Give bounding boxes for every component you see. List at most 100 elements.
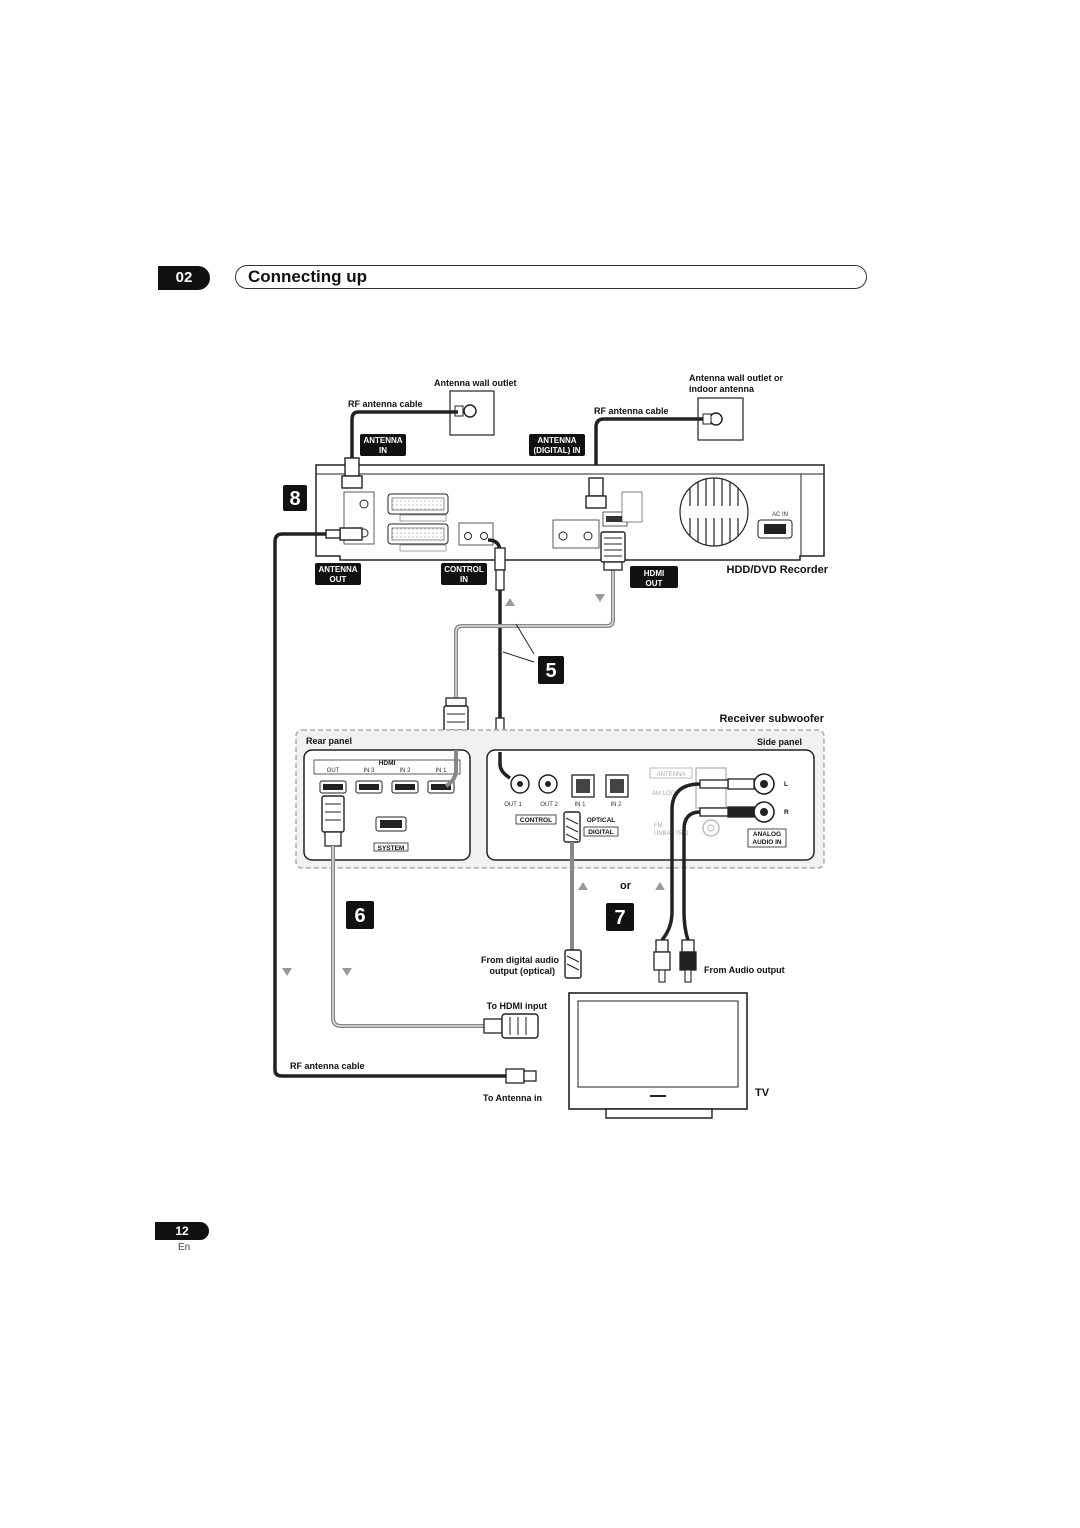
rf-plug-tv [505, 1068, 537, 1084]
tv [568, 992, 748, 1119]
step-5-badge: 5 [538, 656, 564, 684]
hdmi-cable-recorder-to-receiver [454, 568, 615, 700]
side-panel-label: Side panel [757, 737, 802, 747]
arrow-down-icon [595, 594, 605, 602]
hdmi-out-port-label: OUT [327, 768, 340, 774]
svg-text:8: 8 [289, 488, 300, 510]
or-label: or [620, 880, 632, 892]
svg-text:ANTENNA: ANTENNA [363, 436, 402, 445]
optical-plug-receiver [563, 811, 581, 843]
svg-text:OUT: OUT [646, 579, 663, 588]
arrow-down-icon-2 [282, 968, 292, 976]
chapter-title: Connecting up [235, 265, 867, 289]
svg-text:HDMI: HDMI [644, 569, 664, 578]
to-hdmi-input-label: To HDMI input [487, 1001, 547, 1011]
optical-in1-label: IN 1 [574, 802, 586, 808]
hdmi-cable-to-tv [331, 846, 486, 1028]
step-7-badge: 7 [606, 903, 634, 931]
hdmi-plug-tv [483, 1013, 539, 1039]
step-8-badge: 8 [283, 485, 307, 511]
recorder-label: HDD/DVD Recorder [727, 564, 829, 576]
antenna-in-tag: ANTENNA IN [360, 434, 406, 456]
optical-label: OPTICAL [587, 817, 616, 824]
hdmi-plug-receiver-out [321, 795, 345, 847]
optical-plug-source [564, 949, 582, 979]
svg-text:7: 7 [614, 907, 625, 929]
indoor-antenna-label: indoor antenna [689, 384, 755, 394]
rf-plug-antenna-in [341, 457, 363, 489]
rf-cable-to-antenna-digital-in [594, 417, 703, 480]
rf-cable-to-antenna-in [350, 410, 458, 460]
analog-l-label: L [784, 781, 788, 788]
control-out1-label: OUT 1 [504, 802, 522, 808]
control-out2-label: OUT 2 [540, 802, 558, 808]
rf-cable-to-tv [273, 532, 508, 1078]
svg-text:OUT: OUT [330, 575, 347, 584]
to-antenna-in-label: To Antenna in [483, 1093, 542, 1103]
am-loop-label: AM LOOP [652, 791, 679, 797]
hdmi-out-tag: HDMI OUT [630, 566, 678, 588]
analog-label: ANALOG [753, 831, 781, 838]
svg-text:IN: IN [460, 575, 468, 584]
hdmi-cable-into-in1 [444, 750, 458, 788]
rca-plug-source-r [679, 939, 697, 983]
analog-cable-l [660, 782, 701, 942]
control-cable-into-receiver [498, 752, 511, 780]
control-group-label: CONTROL [520, 817, 552, 824]
hdmi-group-label: HDMI [379, 760, 396, 767]
output-optical-label: output (optical) [490, 966, 555, 976]
rca-plug-l [699, 778, 755, 790]
svg-text:(DIGITAL) IN: (DIGITAL) IN [534, 446, 581, 455]
control-in-tag: CONTROL IN [441, 563, 487, 585]
svg-text:5: 5 [545, 660, 556, 682]
antenna-out-tag: ANTENNA OUT [315, 563, 361, 585]
hdmi-plug-recorder [600, 531, 626, 571]
receiver-label: Receiver subwoofer [719, 713, 824, 725]
rca-plug-r [699, 806, 755, 818]
arrow-down-icon-3 [342, 968, 352, 976]
rear-panel-label: Rear panel [306, 736, 352, 746]
rf-plug-antenna-out [325, 527, 363, 541]
arrow-up-icon [505, 598, 515, 606]
rf-antenna-cable-right-label: RF antenna cable [594, 406, 669, 416]
receiver-rear-panel [303, 749, 471, 861]
digital-group-label: DIGITAL [588, 829, 614, 836]
rf-plug-antenna-digital-in [585, 477, 607, 509]
antenna-wall-outlet-right [697, 397, 744, 441]
page-language: En [178, 1242, 191, 1253]
analog-cable-r [682, 810, 701, 941]
chapter-number: 02 [158, 266, 210, 290]
rca-plug-source-l [653, 939, 671, 983]
optical-in2-label: IN 2 [610, 802, 622, 808]
analog-r-label: R [784, 809, 789, 816]
control-plug-top [494, 547, 506, 591]
svg-text:IN: IN [379, 446, 387, 455]
fm-label: FM [654, 823, 663, 829]
from-audio-output-label: From Audio output [704, 965, 785, 975]
hdd-dvd-recorder [315, 464, 825, 561]
rf-antenna-cable-bottom-label: RF antenna cable [290, 1061, 365, 1071]
arrow-up-icon-3 [655, 882, 665, 890]
system-label: SYSTEM [378, 845, 405, 852]
svg-text:ANTENNA: ANTENNA [318, 565, 357, 574]
arrow-up-icon-2 [578, 882, 588, 890]
antenna-group-label: ANTENNA [657, 772, 686, 778]
svg-text:CONTROL: CONTROL [444, 565, 484, 574]
antenna-wall-outlet-left [449, 390, 495, 436]
antenna-wall-outlet-or-label: Antenna wall outlet or [689, 373, 784, 383]
from-digital-audio-label: From digital audio [481, 955, 560, 965]
svg-text:ANTENNA: ANTENNA [537, 436, 576, 445]
rf-antenna-cable-left-label: RF antenna cable [348, 399, 423, 409]
antenna-wall-outlet-label: Antenna wall outlet [434, 378, 517, 388]
hdmi-in2-port-label: IN 2 [399, 768, 411, 774]
hdmi-in1-port-label: IN 1 [435, 768, 447, 774]
hdmi-in3-port-label: IN 3 [363, 768, 375, 774]
audio-in-label: AUDIO IN [752, 839, 782, 846]
tv-label: TV [755, 1087, 770, 1099]
ac-in-marking: AC IN [772, 512, 788, 518]
svg-text:6: 6 [354, 905, 365, 927]
step-6-badge: 6 [346, 901, 374, 929]
page-number: 12 [155, 1222, 209, 1240]
antenna-digital-in-tag: ANTENNA (DIGITAL) IN [529, 434, 585, 456]
